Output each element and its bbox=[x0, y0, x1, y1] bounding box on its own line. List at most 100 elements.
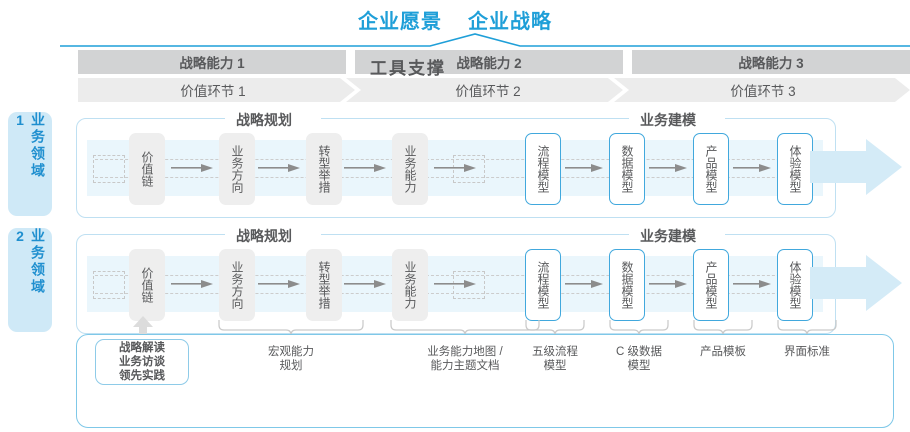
capability-gap-2 bbox=[623, 50, 632, 74]
sidebar-item-domain-2[interactable]: 业务领域 2 bbox=[8, 228, 52, 332]
row2-flow-arrow-head bbox=[810, 255, 902, 311]
value-stage-label-3: 价值环节 3 bbox=[730, 84, 796, 99]
domain-row-2: 战略规划 业务建模 价值链 业务方向 转型举措 业务能力 流程模型 数据模型 产… bbox=[76, 226, 836, 334]
tool-label-data-model: C 级数据 模型 bbox=[589, 345, 689, 373]
capability-label-3: 战略能力 3 bbox=[738, 56, 804, 71]
row1-arrow-3 bbox=[344, 163, 386, 173]
row2-node-transformation-measures[interactable]: 转型举措 bbox=[306, 249, 342, 321]
capability-label-1: 战略能力 1 bbox=[179, 56, 245, 71]
row2-node-business-direction-label: 业务方向 bbox=[230, 261, 244, 309]
tool-label-capability-map-line-1: 业务能力地图 / bbox=[427, 346, 503, 358]
row1-node-experience-model[interactable]: 体验模型 bbox=[777, 133, 813, 205]
row1-arrow-4 bbox=[434, 163, 476, 173]
value-stage-chevrons bbox=[78, 78, 910, 102]
tool-pill-line-3: 领先实践 bbox=[119, 370, 165, 382]
row1-node-transformation-measures-label: 转型举措 bbox=[317, 145, 331, 193]
row2-node-transformation-measures-label: 转型举措 bbox=[317, 261, 331, 309]
row1-node-value-chain-label: 价值链 bbox=[140, 151, 154, 187]
row2-section-title-modeling: 业务建模 bbox=[631, 226, 705, 246]
row2-placeholder-mid bbox=[453, 271, 485, 299]
row2-node-data-model-label: 数据模型 bbox=[620, 261, 634, 309]
row2-section-title-planning: 战略规划 bbox=[227, 226, 301, 246]
tool-label-product-template: 产品模板 bbox=[673, 345, 773, 359]
tool-label-ui-standard: 界面标准 bbox=[757, 345, 857, 359]
row1-node-product-model-label: 产品模型 bbox=[704, 145, 718, 193]
tool-label-process-model: 五级流程 模型 bbox=[505, 345, 605, 373]
tool-label-data-model-line-1: C 级数据 bbox=[616, 346, 662, 358]
row2-node-experience-model[interactable]: 体验模型 bbox=[777, 249, 813, 321]
row1-section-title-planning: 战略规划 bbox=[227, 110, 301, 130]
tool-label-macro-capability-line-1: 宏观能力 bbox=[268, 346, 314, 358]
capability-bar: 战略能力 1 战略能力 2 战略能力 3 bbox=[78, 50, 910, 74]
row1-rail-bottom bbox=[95, 177, 815, 178]
row1-arrow-5 bbox=[565, 163, 603, 173]
capability-gap-1 bbox=[346, 50, 355, 74]
row2-arrow-7 bbox=[733, 279, 771, 289]
row2-node-product-model-label: 产品模型 bbox=[704, 261, 718, 309]
row2-arrow-1 bbox=[171, 279, 213, 289]
row1-node-data-model[interactable]: 数据模型 bbox=[609, 133, 645, 205]
header-titles: 企业愿景 企业战略 bbox=[0, 4, 910, 34]
row1-node-business-capability-label: 业务能力 bbox=[403, 145, 417, 193]
row1-node-value-chain[interactable]: 价值链 bbox=[129, 133, 165, 205]
row1-node-business-capability[interactable]: 业务能力 bbox=[392, 133, 428, 205]
row2-arrow-4 bbox=[434, 279, 476, 289]
row2-node-process-model-label: 流程模型 bbox=[536, 261, 550, 309]
row1-section-title-modeling: 业务建模 bbox=[631, 110, 705, 130]
tool-label-capability-map: 业务能力地图 / 能力主题文档 bbox=[388, 345, 542, 373]
tool-support-uparrow bbox=[133, 316, 153, 342]
tool-label-ui-standard-line-1: 界面标准 bbox=[784, 346, 830, 358]
row2-rail-bottom bbox=[95, 293, 815, 294]
domain-label-1: 业务领域 1 bbox=[12, 112, 46, 180]
row1-node-process-model-label: 流程模型 bbox=[536, 145, 550, 193]
row1-rail-top bbox=[95, 159, 815, 160]
title-enterprise-vision: 企业愿景 bbox=[358, 10, 442, 33]
tool-label-process-model-line-1: 五级流程 bbox=[532, 346, 578, 358]
row2-placeholder-start bbox=[93, 271, 125, 299]
capability-cell-3[interactable]: 战略能力 3 bbox=[632, 50, 910, 74]
tool-support-pill[interactable]: 战略解读 业务访谈 领先实践 bbox=[95, 339, 189, 385]
capability-cell-1[interactable]: 战略能力 1 bbox=[78, 50, 346, 74]
tool-label-process-model-line-2: 模型 bbox=[543, 360, 567, 372]
row2-node-business-direction[interactable]: 业务方向 bbox=[219, 249, 255, 321]
row2-node-value-chain-label: 价值链 bbox=[140, 267, 154, 303]
row1-node-process-model[interactable]: 流程模型 bbox=[525, 133, 561, 205]
value-stage-bar: 价值环节 1 价值环节 2 价值环节 3 bbox=[78, 78, 910, 102]
row2-rail-top bbox=[95, 275, 815, 276]
row1-arrow-2 bbox=[258, 163, 300, 173]
tool-pill-line-2: 业务访谈 bbox=[119, 356, 165, 368]
row1-arrow-6 bbox=[649, 163, 687, 173]
row2-node-business-capability-label: 业务能力 bbox=[403, 261, 417, 309]
row2-arrow-3 bbox=[344, 279, 386, 289]
row1-placeholder-mid bbox=[453, 155, 485, 183]
row1-node-business-direction[interactable]: 业务方向 bbox=[219, 133, 255, 205]
row2-node-product-model[interactable]: 产品模型 bbox=[693, 249, 729, 321]
domain-row-1: 战略规划 业务建模 价值链 业务方向 转型举措 业务能力 流程模型 数据模型 bbox=[76, 110, 836, 218]
row1-node-transformation-measures[interactable]: 转型举措 bbox=[306, 133, 342, 205]
row2-arrow-6 bbox=[649, 279, 687, 289]
domain-label-2: 业务领域 2 bbox=[12, 228, 46, 296]
sidebar-item-domain-1[interactable]: 业务领域 1 bbox=[8, 112, 52, 216]
capability-cell-2[interactable]: 战略能力 2 bbox=[355, 50, 623, 74]
row2-node-process-model[interactable]: 流程模型 bbox=[525, 249, 561, 321]
row1-placeholder-start bbox=[93, 155, 125, 183]
title-enterprise-strategy: 企业战略 bbox=[468, 10, 552, 33]
row2-node-experience-model-label: 体验模型 bbox=[788, 261, 802, 309]
row1-node-product-model[interactable]: 产品模型 bbox=[693, 133, 729, 205]
row1-node-experience-model-label: 体验模型 bbox=[788, 145, 802, 193]
row2-node-business-capability[interactable]: 业务能力 bbox=[392, 249, 428, 321]
header-connector-line bbox=[60, 32, 910, 50]
row1-node-business-direction-label: 业务方向 bbox=[230, 145, 244, 193]
tool-label-data-model-line-2: 模型 bbox=[627, 360, 651, 372]
row2-arrow-5 bbox=[565, 279, 603, 289]
row2-node-data-model[interactable]: 数据模型 bbox=[609, 249, 645, 321]
row2-node-value-chain[interactable]: 价值链 bbox=[129, 249, 165, 321]
capability-label-2: 战略能力 2 bbox=[456, 56, 522, 71]
tool-label-product-template-line-1: 产品模板 bbox=[700, 346, 746, 358]
value-stage-label-2: 价值环节 2 bbox=[455, 84, 521, 99]
tool-support-container bbox=[76, 334, 894, 428]
value-stage-label-1: 价值环节 1 bbox=[180, 84, 246, 99]
tool-label-capability-map-line-2: 能力主题文档 bbox=[430, 360, 500, 372]
row1-arrow-7 bbox=[733, 163, 771, 173]
